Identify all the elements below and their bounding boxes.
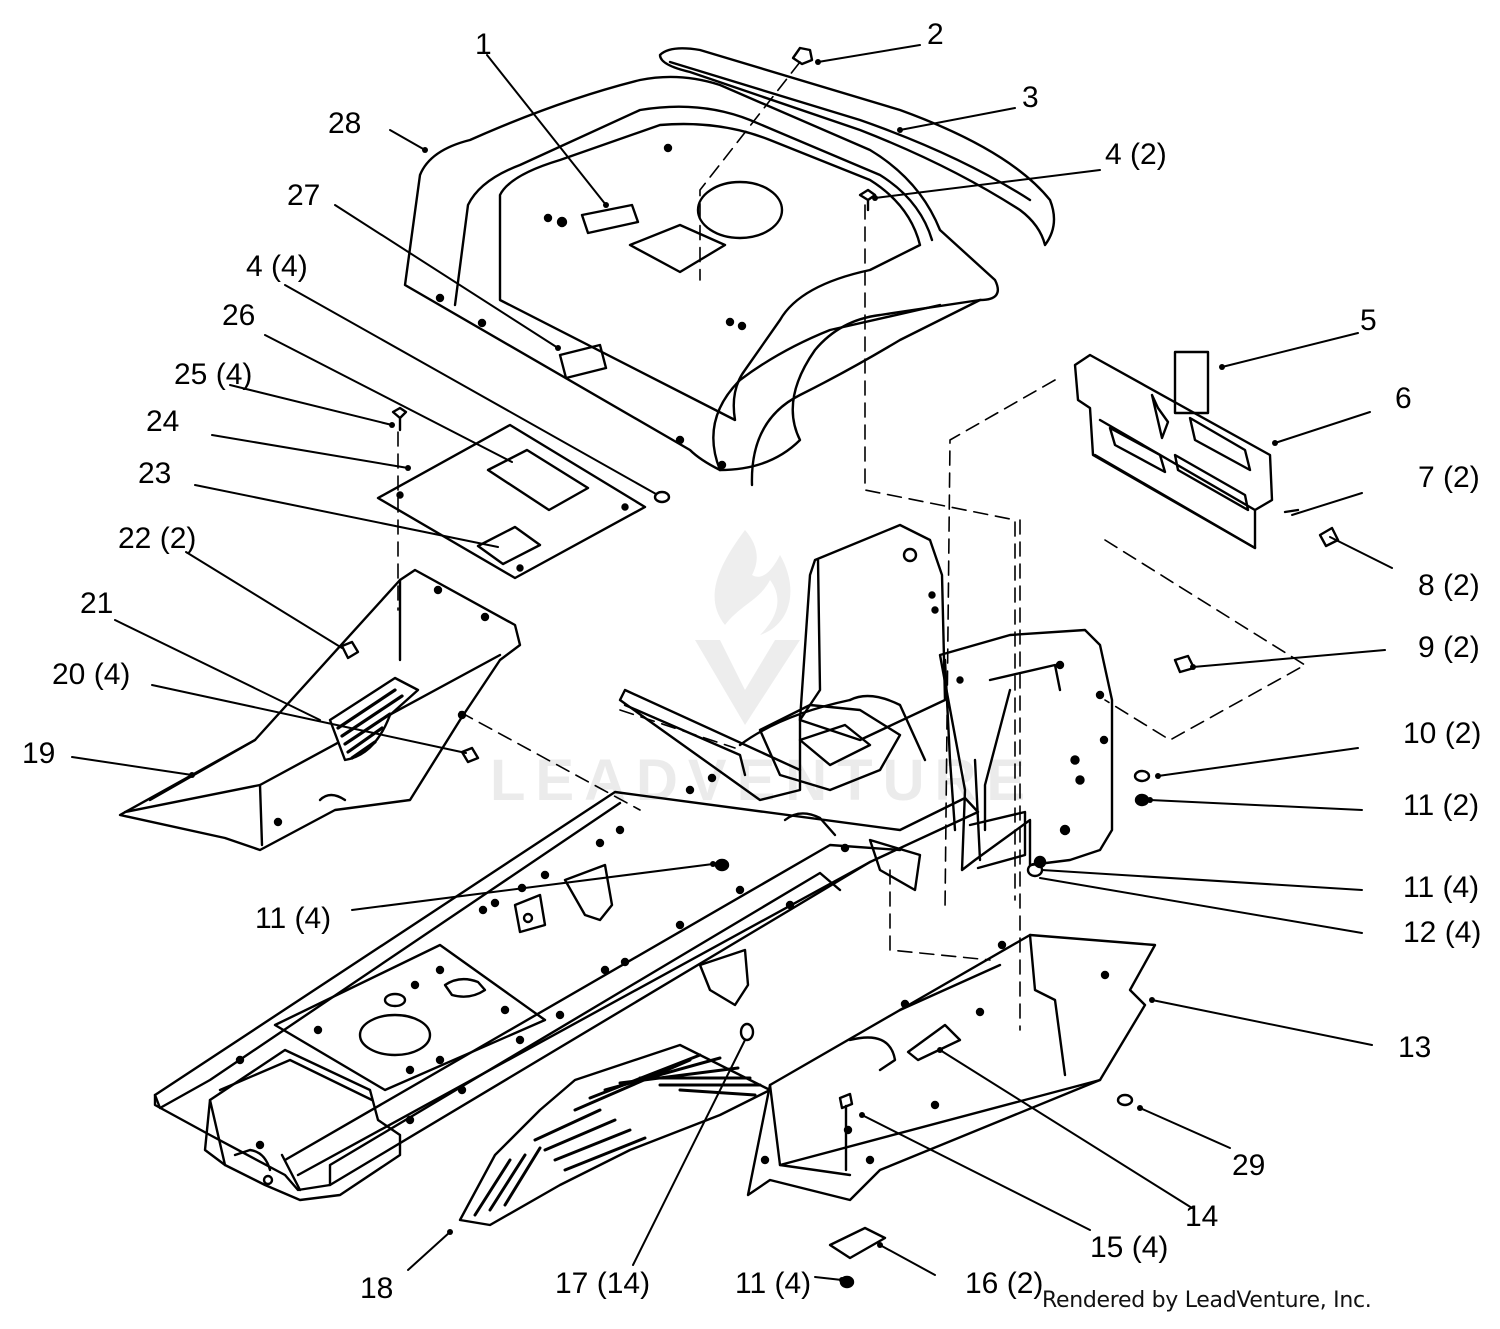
callout-6: 6 bbox=[1395, 382, 1412, 415]
right-footrest-part bbox=[746, 933, 1157, 1202]
rear-hitch-part bbox=[203, 1048, 402, 1202]
assembly-dashed-lines bbox=[397, 61, 1306, 1031]
rear-bracket-part bbox=[1073, 350, 1274, 550]
bolt-22-part bbox=[340, 640, 360, 660]
retainer-17-part bbox=[739, 1022, 755, 1042]
bracket-16-part bbox=[828, 1226, 887, 1260]
center-foot-pad-part bbox=[458, 1043, 772, 1227]
frame-tab-part bbox=[513, 893, 547, 934]
screw-4-upper-part bbox=[858, 188, 877, 212]
callout-11-right: 11 (4) bbox=[1403, 871, 1479, 904]
callout-22: 22 (2) bbox=[118, 522, 196, 555]
callout-25: 25 (4) bbox=[174, 358, 252, 391]
callout-11-bottom: 11 (4) bbox=[735, 1267, 811, 1300]
callout-20: 20 (4) bbox=[52, 658, 130, 691]
v-logo-icon bbox=[695, 640, 800, 725]
watermark-text: LEADVENTURE bbox=[490, 748, 1035, 813]
callout-labels: 1 2 3 4 (2) 4 (4) 5 6 7 (2) 8 (2) 9 (2) … bbox=[22, 18, 1481, 1305]
decal-14-part bbox=[906, 1023, 962, 1062]
callout-12: 12 (4) bbox=[1403, 916, 1481, 949]
hood-shroud-part bbox=[403, 75, 1000, 487]
frame-bracket-left-part bbox=[563, 863, 614, 922]
callout-9: 9 (2) bbox=[1418, 631, 1480, 664]
decal-1-part bbox=[580, 203, 640, 235]
screw-25-part bbox=[391, 406, 408, 432]
watermark: LEADVENTURE bbox=[490, 530, 1035, 813]
callout-15: 15 (4) bbox=[1090, 1231, 1168, 1264]
callout-28: 28 bbox=[328, 107, 361, 140]
callout-4-4: 4 (4) bbox=[246, 250, 308, 283]
dash-trim-part bbox=[658, 47, 1056, 247]
callout-10: 10 (2) bbox=[1403, 717, 1481, 750]
fuel-opening bbox=[696, 180, 784, 240]
decal-27-part bbox=[558, 343, 608, 380]
decal-23-part bbox=[476, 525, 542, 566]
clip-2-part bbox=[791, 46, 814, 66]
callout-2: 2 bbox=[927, 18, 944, 51]
callout-17: 17 (14) bbox=[555, 1267, 650, 1300]
callout-1: 1 bbox=[475, 28, 492, 61]
callout-5: 5 bbox=[1360, 304, 1377, 337]
dash-support-part bbox=[798, 523, 1114, 872]
callout-24: 24 bbox=[146, 405, 179, 438]
callout-11-upper: 11 (2) bbox=[1403, 789, 1479, 822]
washer-10-part bbox=[1133, 769, 1151, 783]
control-panel-plate-part bbox=[376, 423, 647, 580]
callout-3: 3 bbox=[1022, 81, 1039, 114]
flame-logo-icon bbox=[714, 530, 791, 635]
nut-20-part bbox=[460, 746, 480, 764]
bolt-29-part bbox=[1116, 1093, 1134, 1107]
callout-19: 19 bbox=[22, 737, 55, 770]
leader-dots bbox=[189, 59, 1278, 1283]
callout-18: 18 bbox=[360, 1272, 393, 1305]
callout-7: 7 (2) bbox=[1418, 461, 1480, 494]
nut-9-part bbox=[1173, 654, 1196, 674]
bolt-15-part bbox=[838, 1092, 854, 1172]
decal-5-part bbox=[1173, 350, 1210, 415]
callout-8: 8 (2) bbox=[1418, 569, 1480, 602]
callout-13: 13 bbox=[1398, 1031, 1431, 1064]
callout-23: 23 bbox=[138, 457, 171, 490]
callout-16: 16 (2) bbox=[965, 1267, 1043, 1300]
callout-21: 21 bbox=[80, 587, 113, 620]
screw-4-part bbox=[653, 490, 671, 504]
dash-opening bbox=[628, 223, 727, 274]
nut-11-upper-part bbox=[1134, 793, 1150, 807]
callout-27: 27 bbox=[287, 179, 320, 212]
callout-29: 29 bbox=[1232, 1149, 1265, 1182]
callout-26: 26 bbox=[222, 299, 255, 332]
steering-bracket-part bbox=[738, 694, 927, 792]
callout-14: 14 bbox=[1185, 1200, 1218, 1233]
leader-lines bbox=[71, 44, 1393, 1281]
credit-text: Rendered by LeadVenture, Inc. bbox=[1042, 1288, 1372, 1313]
washer-7-part bbox=[1283, 508, 1300, 514]
decal-26-part bbox=[486, 448, 590, 512]
nut-11-frame-part bbox=[714, 858, 730, 872]
left-footrest-part bbox=[118, 568, 522, 852]
callout-11-frame: 11 (4) bbox=[255, 902, 331, 935]
frame-bracket-mid-part bbox=[698, 948, 750, 1007]
nut-11-right-part bbox=[1033, 855, 1047, 869]
callout-4-2: 4 (2) bbox=[1105, 138, 1167, 171]
grip-pad-21-part bbox=[328, 676, 420, 762]
deck-mount-plate-part bbox=[273, 943, 547, 1092]
